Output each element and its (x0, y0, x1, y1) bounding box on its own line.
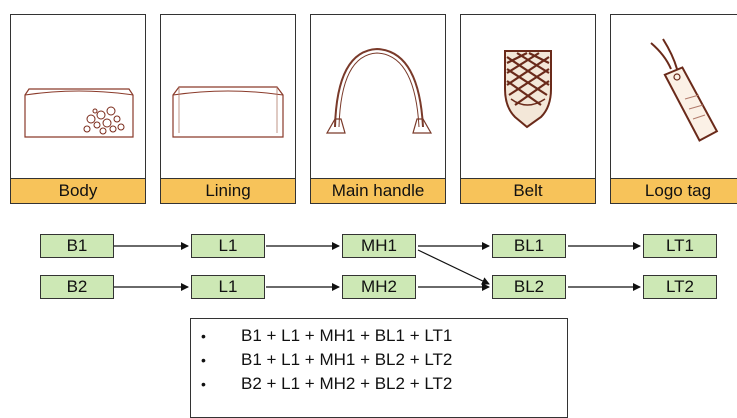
bag-body-icon (11, 15, 145, 179)
list-item: • B2 + L1 + MH2 + BL2 + LT2 (191, 373, 567, 395)
node-l1-bottom: L1 (191, 275, 265, 299)
node-l1-top: L1 (191, 234, 265, 258)
node-bl1: BL1 (492, 234, 566, 258)
component-card-logo-tag: Logo tag (610, 14, 737, 204)
list-item: • B1 + L1 + MH1 + BL2 + LT2 (191, 349, 567, 371)
node-mh2: MH2 (342, 275, 416, 299)
arrow-mh1-bl2 (417, 249, 490, 285)
bullet: • (201, 352, 206, 368)
component-label: Belt (461, 178, 595, 203)
combination-text: B1 + L1 + MH1 + BL1 + LT1 (241, 326, 453, 345)
combination-list: • B1 + L1 + MH1 + BL1 + LT1 • B1 + L1 + … (190, 318, 568, 418)
component-card-belt: Belt (460, 14, 596, 204)
list-item: • B1 + L1 + MH1 + BL1 + LT1 (191, 325, 567, 347)
node-bl2: BL2 (492, 275, 566, 299)
node-lt2: LT2 (643, 275, 717, 299)
handle-icon (311, 15, 445, 179)
bullet: • (201, 376, 206, 392)
combination-text: B1 + L1 + MH1 + BL2 + LT2 (241, 350, 453, 369)
component-card-body: Body (10, 14, 146, 204)
node-b1: B1 (40, 234, 114, 258)
bullet: • (201, 328, 206, 344)
node-lt1: LT1 (643, 234, 717, 258)
bag-lining-icon (161, 15, 295, 179)
node-mh1: MH1 (342, 234, 416, 258)
woven-belt-icon (461, 15, 595, 179)
component-card-main-handle: Main handle (310, 14, 446, 204)
component-label: Body (11, 178, 145, 203)
component-label: Lining (161, 178, 295, 203)
node-b2: B2 (40, 275, 114, 299)
component-label: Main handle (311, 178, 445, 203)
combination-text: B2 + L1 + MH2 + BL2 + LT2 (241, 374, 453, 393)
logo-tag-icon (611, 15, 737, 179)
component-card-lining: Lining (160, 14, 296, 204)
component-label: Logo tag (611, 178, 737, 203)
